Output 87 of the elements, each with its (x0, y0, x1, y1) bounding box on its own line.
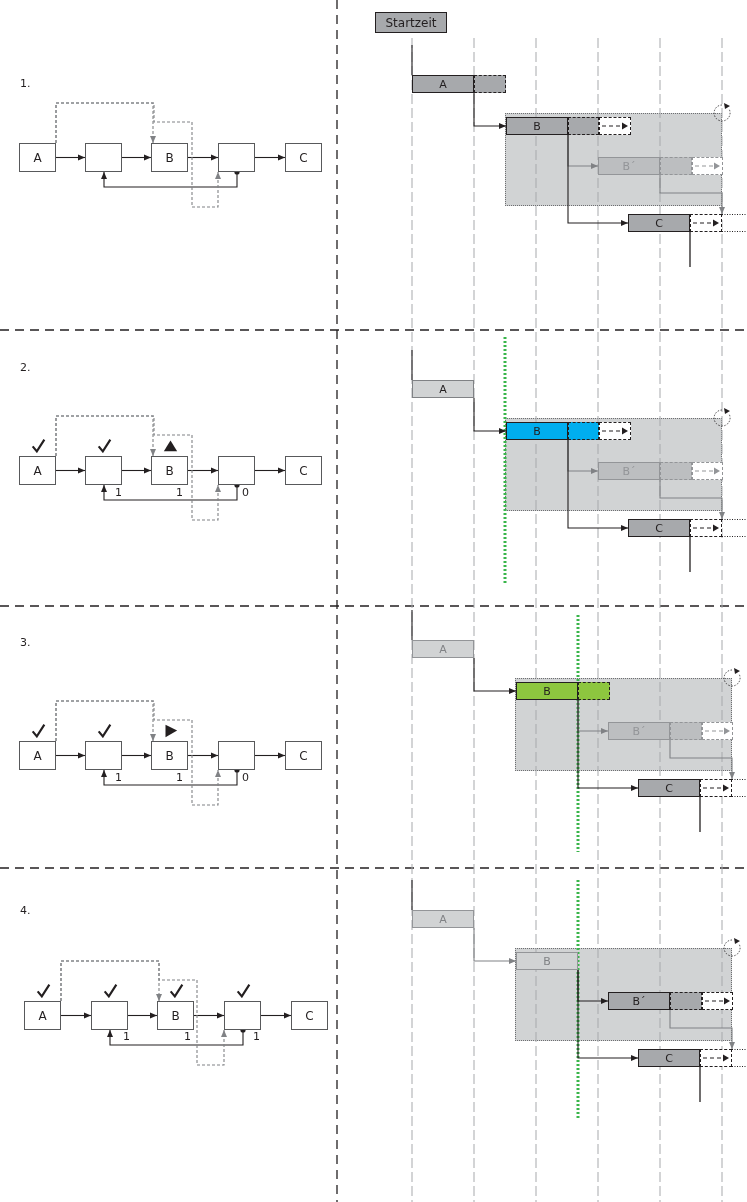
dashed-arrow (55, 102, 221, 208)
step-number: 1. (20, 78, 31, 90)
state-value: 1 (176, 772, 183, 784)
arrow (121, 752, 152, 759)
arrow (107, 1027, 246, 1046)
group-region (515, 948, 732, 1041)
arrow (254, 154, 286, 161)
empty-process-box (224, 1001, 261, 1030)
task-bar: A (412, 910, 474, 928)
process-box: B (151, 741, 188, 770)
task-bar: B (516, 952, 578, 970)
task-bar: B (506, 117, 568, 135)
task-bar: C (628, 519, 690, 537)
arrow (473, 397, 507, 434)
arrow (659, 174, 725, 215)
arrow (127, 1012, 158, 1019)
empty-process-box (91, 1001, 128, 1030)
arrow (567, 134, 629, 226)
arrow (254, 467, 286, 474)
arrow (473, 92, 507, 129)
arrow (577, 699, 639, 791)
process-box: A (19, 143, 56, 172)
task-bar: C (628, 214, 690, 232)
arrow (669, 1009, 735, 1050)
arrow (121, 467, 152, 474)
task-bar: A (412, 380, 474, 398)
state-value: 1 (115, 772, 122, 784)
process-box: C (285, 143, 322, 172)
dashed-arrow (55, 700, 221, 806)
arrow (101, 169, 240, 188)
state-value: 1 (123, 1031, 130, 1043)
process-box: A (19, 456, 56, 485)
process-box: A (19, 741, 56, 770)
empty-process-box (85, 456, 122, 485)
process-box: C (285, 741, 322, 770)
arrow (577, 969, 639, 1061)
empty-process-box (218, 143, 255, 172)
group-region (505, 418, 722, 511)
process-box: C (285, 456, 322, 485)
arrow (254, 752, 286, 759)
arrow (659, 479, 725, 520)
arrow (187, 752, 219, 759)
task-bar: C (638, 779, 700, 797)
task-bar: A (412, 640, 474, 658)
task-bar: C (638, 1049, 700, 1067)
start-time-box: Startzeit (375, 12, 447, 33)
dashed-arrow (55, 415, 221, 521)
arrow (260, 1012, 292, 1019)
process-box: B (157, 1001, 194, 1030)
group-region (505, 113, 722, 206)
empty-process-box (218, 741, 255, 770)
state-value: 1 (253, 1031, 260, 1043)
arrow (121, 154, 152, 161)
process-box: C (291, 1001, 328, 1030)
state-value: 1 (184, 1031, 191, 1043)
arrow (55, 154, 86, 161)
arrow (60, 1012, 92, 1019)
arrow (55, 467, 86, 474)
task-bar: B (516, 682, 578, 700)
state-value: 0 (242, 487, 249, 499)
empty-process-box (85, 143, 122, 172)
task-bar: A (412, 75, 474, 93)
process-box: B (151, 143, 188, 172)
process-box: B (151, 456, 188, 485)
dashed-arrow (60, 960, 227, 1066)
step-number: 4. (20, 905, 31, 917)
state-value: 1 (176, 487, 183, 499)
empty-process-box (218, 456, 255, 485)
state-value: 0 (242, 772, 249, 784)
arrow (101, 767, 240, 786)
arrow (669, 739, 735, 780)
arrow (55, 752, 86, 759)
arrow (187, 467, 219, 474)
process-box: A (24, 1001, 61, 1030)
arrow (473, 657, 517, 694)
arrow (473, 927, 517, 964)
arrow (101, 482, 240, 501)
step-number: 2. (20, 362, 31, 374)
task-bar: B (506, 422, 568, 440)
arrow (567, 439, 629, 531)
state-value: 1 (115, 487, 122, 499)
arrow (193, 1012, 225, 1019)
group-region (515, 678, 732, 771)
empty-process-box (85, 741, 122, 770)
arrow (187, 154, 219, 161)
task-bar: B´ (608, 992, 670, 1010)
step-number: 3. (20, 637, 31, 649)
